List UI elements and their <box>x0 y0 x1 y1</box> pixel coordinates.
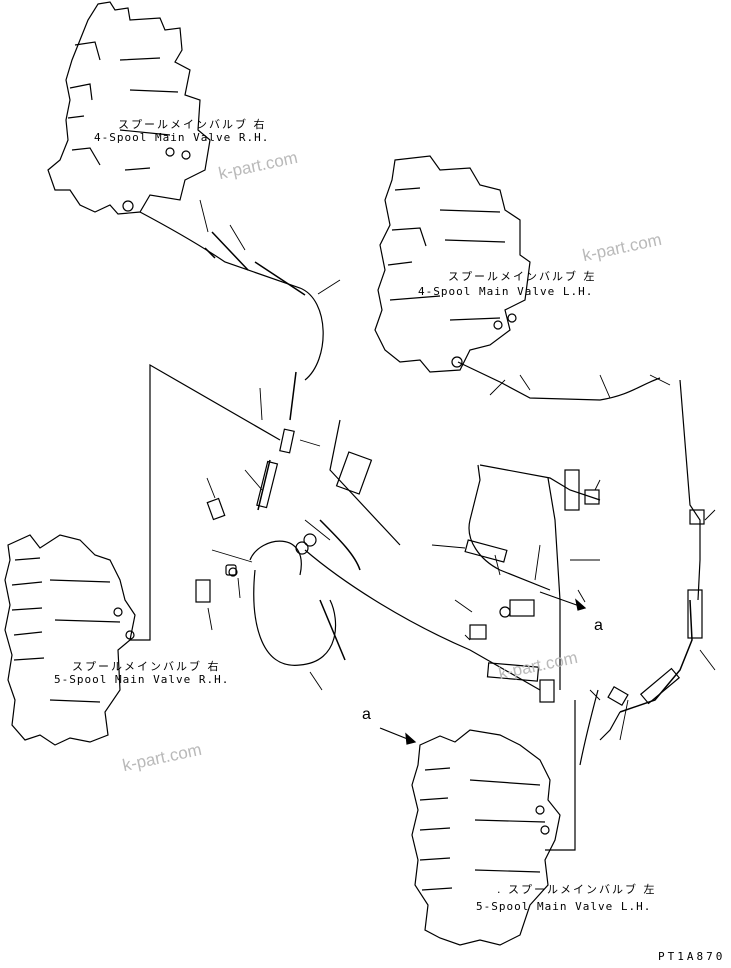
label-valve-4spool-rh-jp: スプールメインバルブ 右 <box>118 118 267 131</box>
valve-5spool-rh-body <box>4 534 136 746</box>
ref-marker-a-right: a <box>594 617 603 634</box>
pipe-lh-to-right <box>457 361 661 401</box>
label-valve-5spool-lh-jp: . スプールメインバルブ 左 <box>497 883 657 896</box>
leader-lines <box>199 199 716 741</box>
frame-line-right <box>545 700 576 851</box>
label-valve-5spool-lh-en: 5-Spool Main Valve L.H. <box>476 900 652 913</box>
label-valve-5spool-rh-jp: スプールメインバルブ 右 <box>72 660 221 673</box>
frame-line-left <box>130 363 281 641</box>
label-valve-5spool-rh-en: 5-Spool Main Valve R.H. <box>54 673 230 686</box>
ref-marker-a-left: a <box>362 706 371 723</box>
label-valve-4spool-lh-en: 4-Spool Main Valve L.H. <box>418 285 594 298</box>
label-valve-4spool-rh-en: 4-Spool Main Valve R.H. <box>94 131 270 144</box>
pipe-main-upper <box>139 211 324 381</box>
valve-4spool-lh-body <box>374 155 531 373</box>
drawing-code: PT1A870 <box>658 950 726 963</box>
valve-5spool-lh-body <box>411 729 561 946</box>
pipe-long-diagonal <box>304 549 541 691</box>
pipe-connector-upper <box>204 231 306 296</box>
valve-4spool-rh-body <box>47 1 211 215</box>
pipe-right-vertical <box>679 379 701 601</box>
pipe-loop-lower <box>253 569 337 666</box>
label-valve-4spool-lh-jp: スプールメインバルブ 左 <box>448 270 597 283</box>
